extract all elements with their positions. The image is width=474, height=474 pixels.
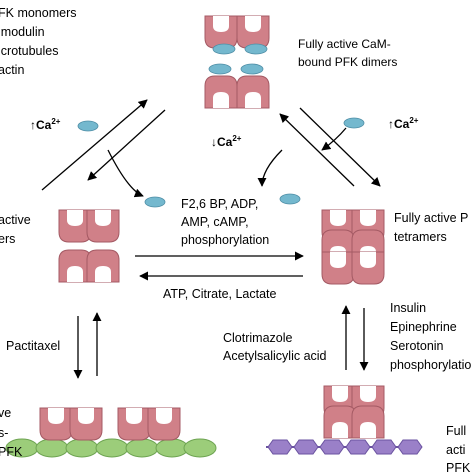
microtubule-subunit [95,438,129,458]
pfk-subunit [58,249,92,283]
bottom-left-line: PFK [0,445,23,459]
label-bottom-left: ve s- PFK [0,406,23,459]
actin-filament [266,439,423,455]
arrow-right-down [299,107,381,187]
microtubule-subunit [35,438,69,458]
pactitaxel-label: Pactitaxel [6,339,60,353]
pfk-subunit [351,251,385,285]
pfk-tetramers-right [321,209,385,285]
label-bottom-right: Full acti PFK [446,424,471,474]
microtubule-subunit [183,438,217,458]
bottom-right-line: acti [446,443,465,457]
arrow-right-back [279,113,355,187]
label-mid-left: active ers [0,213,31,246]
label-mid-right: Fully active P tetramers [394,211,468,244]
drug-line: Acetylsalicylic acid [223,349,327,363]
pfk-subunit [323,405,357,439]
pfk-subunit [236,75,270,109]
actin-subunit [293,439,319,455]
bottom-left-line: ve [0,406,11,420]
top-left-line: FK monomers [0,6,77,20]
mid-right-line: Fully active P [394,211,468,225]
top-left-line: actin [0,63,24,77]
forward-effectors: F2,6 BP, ADP, AMP, cAMP, phosphorylation [181,197,269,247]
label-top-left: FK monomers lmodulin icrotubules actin [0,6,77,77]
curved-arrow-mid [257,149,283,187]
bottom-right-line: PFK [446,461,471,474]
drug-line: Clotrimazole [223,331,293,345]
calmodulin-marker [208,63,232,75]
microtubule-bound-pfk [39,407,181,441]
microtubule-subunit [65,438,99,458]
bottom-right-line: Full [446,424,466,438]
calmodulin-marker [240,63,264,75]
cam-bound-dimers [204,15,270,109]
pfk-dimer-top [204,15,270,49]
pfk-subunit [69,407,103,441]
pfk-subunit [204,15,238,49]
ca-down: ↓Ca2+ [211,134,242,149]
curved-arrow-right-2 [321,127,347,151]
pfk-subunit [147,407,181,441]
bottom-left-line: s- [0,426,8,440]
top-left-line: lmodulin [0,25,45,39]
actin-subunit [371,439,397,455]
pfk-subunit [351,405,385,439]
microtubule-subunit [125,438,159,458]
ca-up-left: ↑Ca2+ [30,117,61,132]
pfk-subunit [117,407,151,441]
drugs-label: Clotrimazole Acetylsalicylic acid [223,331,327,363]
forward-effector-line: AMP, cAMP, [181,215,249,229]
forward-effector-line: phosphorylation [181,233,269,247]
reverse-effectors: ATP, Citrate, Lactate [163,287,277,301]
label-top-right: Fully active CaM- bound PFK dimers [298,37,397,69]
forward-effector-line: F2,6 BP, ADP, [181,197,258,211]
actin-subunit [267,439,293,455]
hormone-line: Serotonin [390,339,444,353]
pfk-subunit [204,75,238,109]
mid-left-line: ers [0,232,15,246]
calmodulin-marker [144,196,166,208]
pfk-subunit [39,407,73,441]
arrow-left-down [87,109,166,181]
calmodulin-marker [212,43,236,55]
pfk-subunit [58,209,92,243]
hormone-line: Insulin [390,301,426,315]
arrow-left-up [41,99,148,191]
hormone-line: Epinephrine [390,320,457,334]
calmodulin-marker [244,43,268,55]
microtubule-subunit [155,438,189,458]
hormone-line: phosphorylatio [390,358,471,372]
mid-left-line: active [0,213,31,227]
calmodulin-marker [343,117,365,129]
pfk-subunit [86,209,120,243]
ca-up-right: ↑Ca2+ [388,116,419,131]
pfk-subunit [236,15,270,49]
actin-bound-tetramer [323,385,385,439]
top-left-line: icrotubules [0,44,58,58]
hormones-label: Insulin Epinephrine Serotonin phosphoryl… [390,301,471,372]
microtubule-filament [5,438,217,458]
mid-right-line: tetramers [394,230,447,244]
pfk-dimers-left [58,209,120,283]
actin-subunit [397,439,423,455]
pfk-dimer-bottom [204,75,270,109]
actin-subunit [345,439,371,455]
calmodulin-marker [77,120,99,132]
top-right-line: bound PFK dimers [298,55,397,69]
arrows [41,99,381,379]
top-right-line: Fully active CaM- [298,37,391,51]
pfk-subunit [86,249,120,283]
curved-arrow-left [107,149,144,198]
actin-subunit [319,439,345,455]
calmodulin-marker [279,193,301,205]
